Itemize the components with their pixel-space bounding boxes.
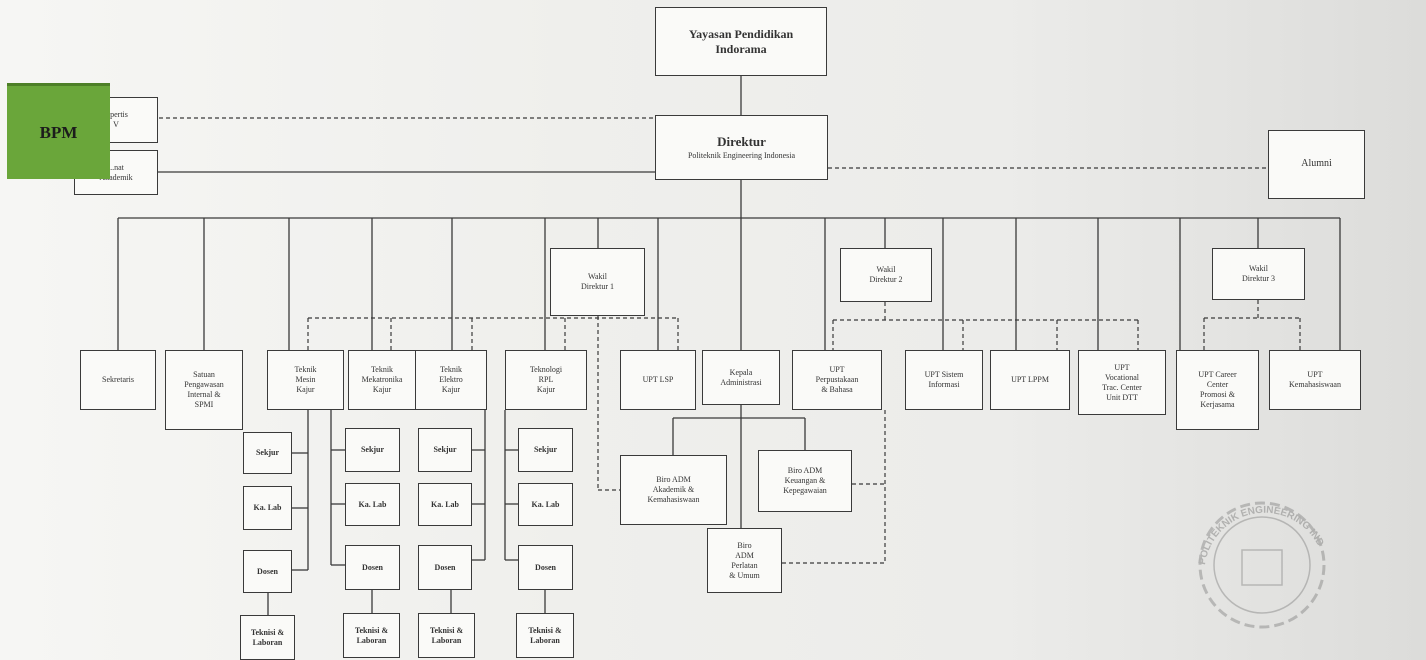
node-kalab-elektro: Ka. Lab [418,483,472,526]
direktur-title: Direktur [717,134,766,150]
node-teknik-elektro: Teknik Elektro Kajur [415,350,487,410]
bpm-label-block: BPM [7,83,110,179]
node-wakil-direktur-3: Wakil Direktur 3 [1212,248,1305,300]
node-biro-keuangan: Biro ADM Keuangan & Kepegawaian [758,450,852,512]
node-biro-akademik: Biro ADM Akademik & Kemahasiswaan [620,455,727,525]
node-dosen-elektro: Dosen [418,545,472,590]
node-yayasan: Yayasan Pendidikan Indorama [655,7,827,76]
node-direktur: Direktur Politeknik Engineering Indonesi… [655,115,828,180]
node-sekjur-mekatronika: Sekjur [345,428,400,472]
node-spi: Satuan Pengawasan Internal & SPMI [165,350,243,430]
node-upt-perpustakaan: UPT Perpustakaan & Bahasa [792,350,882,410]
node-teknik-mesin: Teknik Mesin Kajur [267,350,344,410]
node-kalab-mesin: Ka. Lab [243,486,292,530]
direktur-subtitle: Politeknik Engineering Indonesia [687,150,796,160]
node-sekjur-elektro: Sekjur [418,428,472,472]
node-upt-lppm: UPT LPPM [990,350,1070,410]
node-upt-kemahasiswaan: UPT Kemahasiswaan [1269,350,1361,410]
node-teknisi-mekatronika: Teknisi & Laboran [343,613,400,658]
node-alumni: Alumni [1268,130,1365,199]
node-teknologi-rpl: Teknologi RPL Kajur [505,350,587,410]
node-wakil-direktur-2: Wakil Direktur 2 [840,248,932,302]
node-dosen-rpl: Dosen [518,545,573,590]
node-sekjur-mesin: Sekjur [243,432,292,474]
node-teknik-mekatronika: Teknik Mekatronika Kajur [348,350,416,410]
node-dosen-mesin: Dosen [243,550,292,593]
node-wakil-direktur-1: Wakil Direktur 1 [550,248,645,316]
node-kalab-mekatronika: Ka. Lab [345,483,400,526]
node-teknisi-mesin: Teknisi & Laboran [240,615,295,660]
node-kepala-administrasi: Kepala Administrasi [702,350,780,405]
node-biro-umum: Biro ADM Perlatan & Umum [707,528,782,593]
node-upt-lsp: UPT LSP [620,350,696,410]
node-sekjur-rpl: Sekjur [518,428,573,472]
node-upt-career-center: UPT Career Center Promosi & Kerjasama [1176,350,1259,430]
node-sekretaris: Sekretaris [80,350,156,410]
institution-seal-watermark: POLITEKNIK ENGINEERING INDORAMA [1180,470,1326,629]
node-teknisi-rpl: Teknisi & Laboran [516,613,574,658]
node-teknisi-elektro: Teknisi & Laboran [418,613,475,658]
node-upt-vocational: UPT Vocational Trac. Center Unit DTT [1078,350,1166,415]
node-kalab-rpl: Ka. Lab [518,483,573,526]
node-upt-sistem-informasi: UPT Sistem Informasi [905,350,983,410]
node-dosen-mekatronika: Dosen [345,545,400,590]
